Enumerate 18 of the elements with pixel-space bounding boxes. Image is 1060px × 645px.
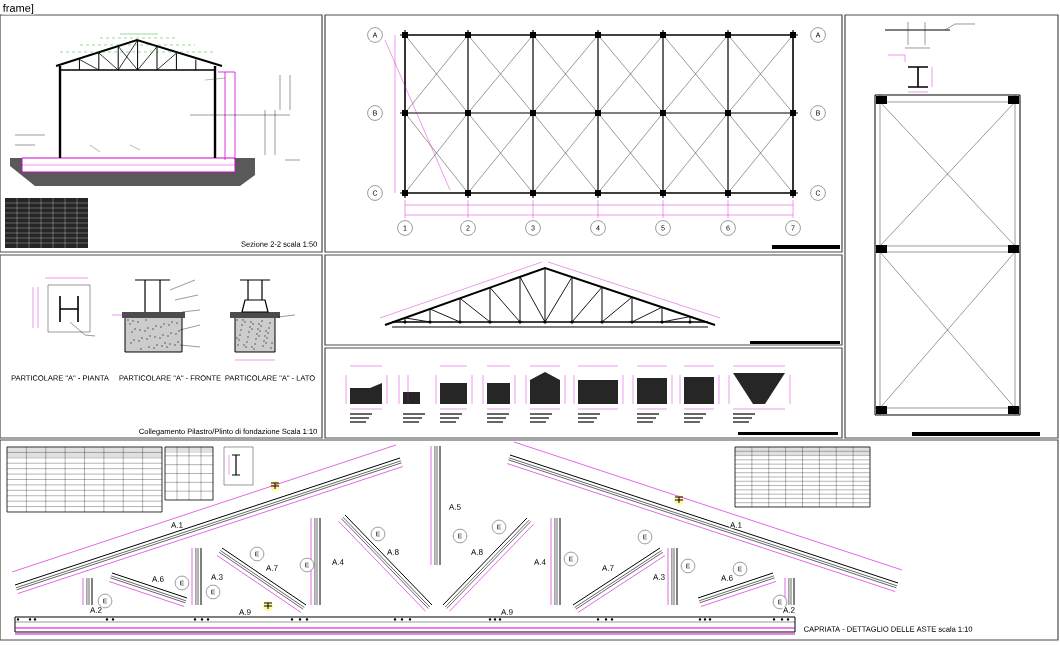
member-label: A.8 [470,548,484,556]
member-label: A.6 [720,574,734,582]
member-label: A.9 [500,608,514,616]
member-label: A.2 [782,606,796,614]
member-label: A.2 [89,606,103,614]
member-label: A.4 [533,558,547,566]
member-label: A.1 [170,521,184,529]
member-label: A.8 [386,548,400,556]
member-label: A.4 [331,558,345,566]
member-label: A.3 [652,573,666,581]
member-label: A.7 [601,564,615,572]
member-label: A.1 [729,521,743,529]
drawing-title: frame] [2,3,35,15]
member-label: A.3 [210,573,224,581]
member-label: A.7 [265,564,279,572]
member-label: A.9 [238,608,252,616]
member-label: A.6 [151,575,165,583]
member-label: A.5 [448,503,462,511]
